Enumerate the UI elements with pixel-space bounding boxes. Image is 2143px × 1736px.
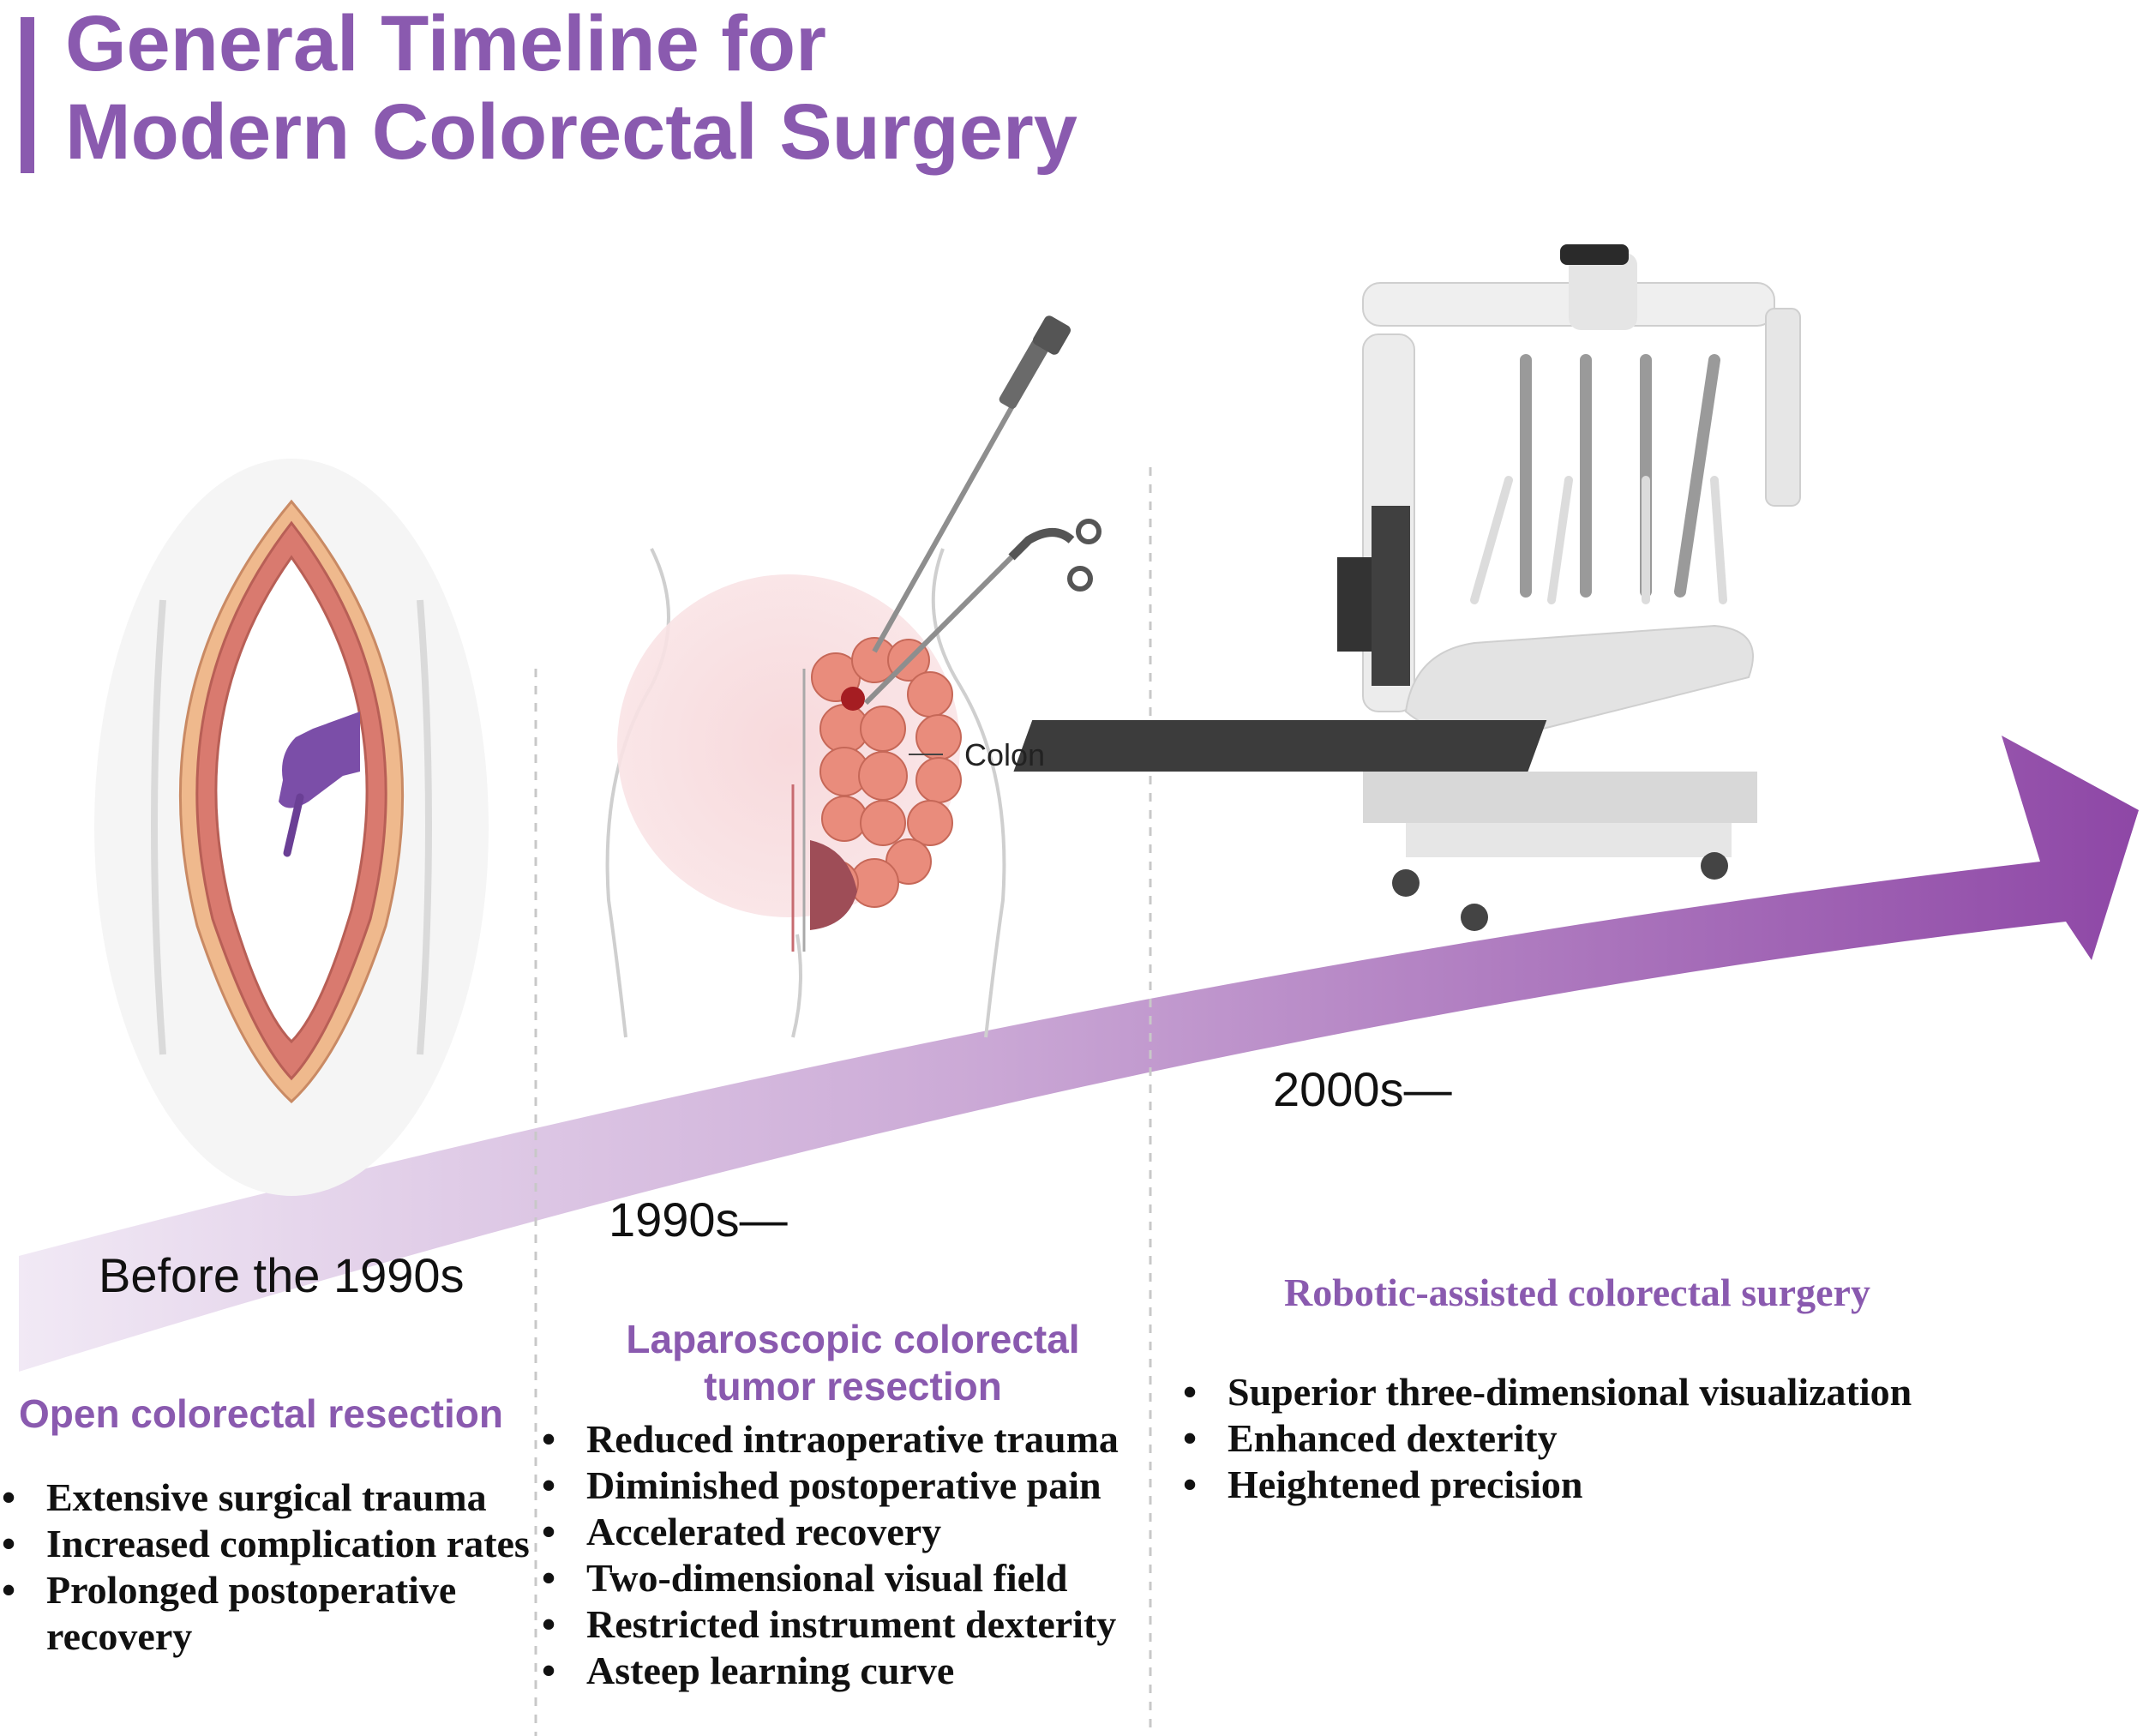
list-item: Two-dimensional visual field <box>542 1555 1142 1601</box>
title-line-1: General Timeline for <box>65 0 826 87</box>
list-item: Heightened precision <box>1183 1462 2040 1508</box>
page-title: General Timeline for Modern Colorectal S… <box>65 0 1078 177</box>
open-resection-points: Extensive surgical trauma Increased comp… <box>2 1475 533 1660</box>
list-item: Accelerated recovery <box>542 1509 1142 1555</box>
list-item: Extensive surgical trauma <box>2 1475 533 1521</box>
era-label-2000s: 2000s— <box>1273 1062 1452 1116</box>
era-label-1990s: 1990s— <box>609 1192 788 1246</box>
list-item: Prolonged postoperative recovery <box>2 1567 533 1660</box>
list-item: Reduced intraoperative trauma <box>542 1416 1142 1463</box>
robotic-points: Superior three-dimensional visualization… <box>1183 1369 2040 1508</box>
era-label-before-1990s: Before the 1990s <box>99 1248 465 1302</box>
list-item: Asteep learning curve <box>542 1648 1142 1694</box>
laparoscopic-illustration <box>605 315 1102 1038</box>
colon-label: Colon <box>964 737 1046 772</box>
heading-laparoscopic-resection: Laparoscopic colorectal tumor resection <box>626 1317 1080 1409</box>
open-incision-illustration <box>94 459 489 1196</box>
title-line-2: Modern Colorectal Surgery <box>65 88 1078 177</box>
list-item: Superior three-dimensional visualization <box>1183 1369 2040 1415</box>
list-item: Diminished postoperative pain <box>542 1463 1142 1509</box>
list-item: Restricted instrument dexterity <box>542 1601 1142 1648</box>
timeline-arrow <box>19 736 2139 1372</box>
list-item: Increased complication rates <box>2 1521 533 1567</box>
title-accent-bar <box>21 17 34 173</box>
heading-open-resection: Open colorectal resection <box>19 1391 503 1436</box>
laparoscopic-points: Reduced intraoperative trauma Diminished… <box>542 1416 1142 1694</box>
heading-robotic-surgery: Robotic-assisted colorectal surgery <box>1284 1270 1870 1314</box>
robotic-system-illustration <box>1013 244 1801 931</box>
list-item: Enhanced dexterity <box>1183 1415 2040 1462</box>
